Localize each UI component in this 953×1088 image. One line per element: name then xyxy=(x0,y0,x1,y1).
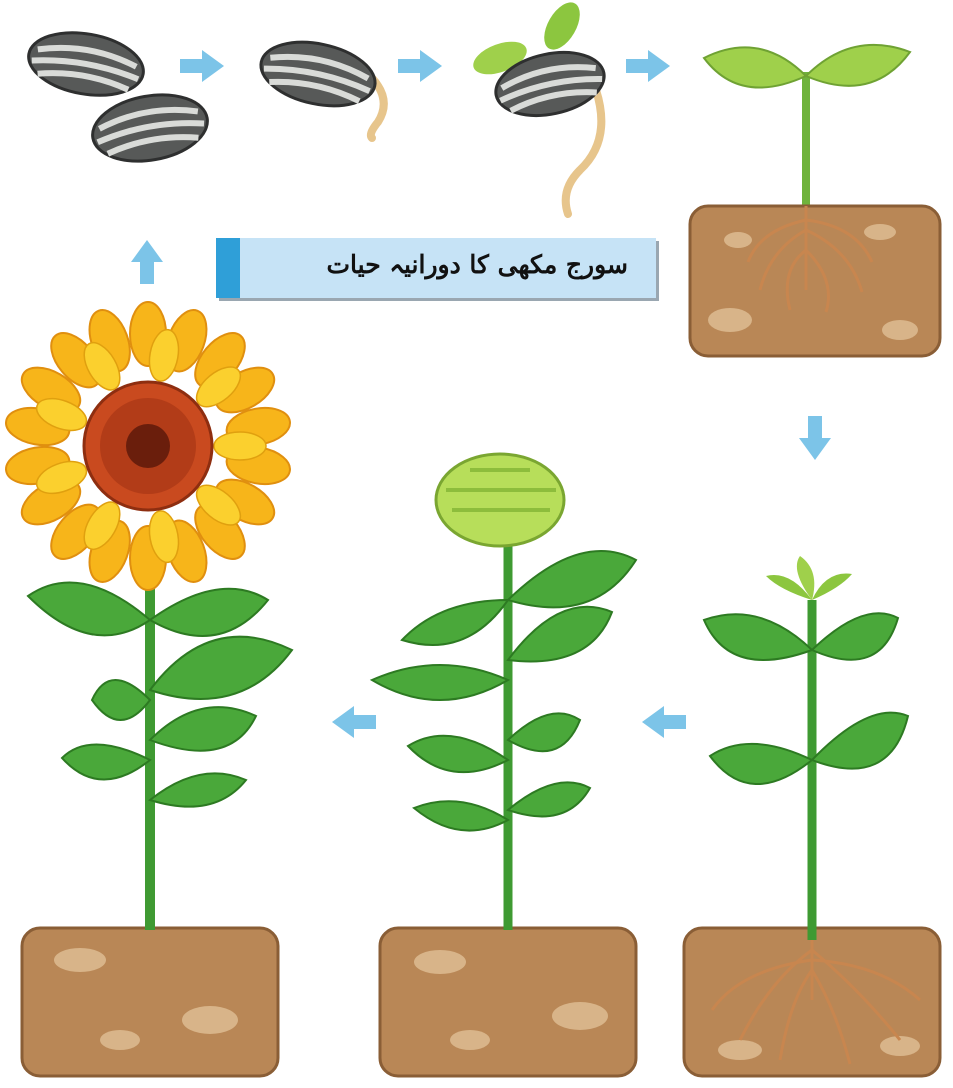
stage-flowering-sunflower xyxy=(3,302,293,930)
title-accent-strip xyxy=(216,238,240,298)
stage-germinating-seed xyxy=(255,33,384,138)
stage-seedling xyxy=(690,45,940,356)
stage-sprouting-seed xyxy=(469,0,610,214)
stage-seeds xyxy=(24,24,213,169)
title-banner: سورج مکھی کا دورانیہ حیات xyxy=(216,238,656,298)
stage-budding-plant xyxy=(372,454,636,930)
diagram-title: سورج مکھی کا دورانیہ حیات xyxy=(327,250,629,279)
soil-blocks xyxy=(22,928,940,1076)
